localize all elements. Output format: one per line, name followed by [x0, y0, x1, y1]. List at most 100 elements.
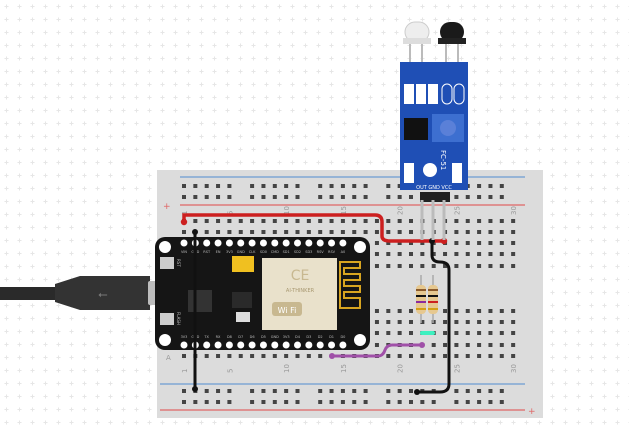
- hole[interactable]: [182, 354, 186, 358]
- rail-hole[interactable]: [227, 400, 232, 404]
- rail-hole[interactable]: [204, 184, 209, 188]
- hole[interactable]: [420, 252, 425, 256]
- rail-hole[interactable]: [420, 400, 425, 404]
- hole[interactable]: [216, 354, 221, 358]
- hole[interactable]: [488, 252, 493, 256]
- hole[interactable]: [431, 252, 436, 256]
- rail-hole[interactable]: [204, 400, 209, 404]
- hole[interactable]: [454, 309, 459, 313]
- hole[interactable]: [227, 230, 232, 234]
- hole[interactable]: [477, 354, 482, 358]
- rail-hole[interactable]: [193, 195, 198, 199]
- rail-hole[interactable]: [488, 195, 493, 199]
- hole[interactable]: [454, 219, 459, 223]
- hole[interactable]: [374, 264, 379, 268]
- hole[interactable]: [465, 252, 470, 256]
- rail-hole[interactable]: [499, 195, 504, 199]
- hole[interactable]: [318, 354, 323, 358]
- hole[interactable]: [511, 264, 516, 268]
- rail-hole[interactable]: [182, 389, 186, 393]
- rail-hole[interactable]: [216, 195, 221, 199]
- rail-hole[interactable]: [182, 400, 186, 404]
- hole[interactable]: [499, 252, 504, 256]
- hole[interactable]: [409, 331, 413, 335]
- hole[interactable]: [397, 241, 402, 245]
- rail-hole[interactable]: [250, 195, 255, 199]
- rail-hole[interactable]: [272, 400, 277, 404]
- hole[interactable]: [477, 252, 482, 256]
- hole[interactable]: [511, 331, 516, 335]
- rail-hole[interactable]: [352, 389, 357, 393]
- hole[interactable]: [306, 219, 311, 223]
- hole[interactable]: [443, 331, 448, 335]
- hole[interactable]: [409, 252, 413, 256]
- hole[interactable]: [499, 343, 504, 347]
- hole[interactable]: [488, 241, 493, 245]
- hole[interactable]: [499, 264, 504, 268]
- resistor-2[interactable]: [428, 275, 438, 323]
- hole[interactable]: [454, 230, 459, 234]
- rail-hole[interactable]: [250, 389, 255, 393]
- rail-hole[interactable]: [261, 184, 266, 188]
- hole[interactable]: [238, 230, 243, 234]
- rail-hole[interactable]: [352, 400, 357, 404]
- hole[interactable]: [477, 320, 482, 324]
- hole[interactable]: [454, 331, 459, 335]
- hole[interactable]: [329, 230, 334, 234]
- rail-hole[interactable]: [182, 184, 186, 188]
- hole[interactable]: [454, 264, 459, 268]
- rail-hole[interactable]: [272, 389, 277, 393]
- rail-hole[interactable]: [216, 400, 221, 404]
- hole[interactable]: [397, 252, 402, 256]
- rail-hole[interactable]: [318, 389, 323, 393]
- hole[interactable]: [284, 219, 289, 223]
- hole[interactable]: [329, 219, 334, 223]
- hole[interactable]: [477, 331, 482, 335]
- hole[interactable]: [386, 331, 391, 335]
- hole[interactable]: [374, 320, 379, 324]
- flash-button[interactable]: [160, 313, 174, 325]
- rail-hole[interactable]: [261, 400, 266, 404]
- rail-hole[interactable]: [329, 195, 334, 199]
- hole[interactable]: [477, 264, 482, 268]
- hole[interactable]: [431, 264, 436, 268]
- hole[interactable]: [340, 219, 345, 223]
- hole[interactable]: [227, 219, 232, 223]
- hole[interactable]: [443, 264, 448, 268]
- hole[interactable]: [318, 219, 323, 223]
- hole[interactable]: [227, 354, 232, 358]
- hole[interactable]: [499, 219, 504, 223]
- hole[interactable]: [465, 309, 470, 313]
- hole[interactable]: [250, 219, 255, 223]
- hole[interactable]: [216, 230, 221, 234]
- hole[interactable]: [511, 354, 516, 358]
- rail-hole[interactable]: [272, 195, 277, 199]
- hole[interactable]: [511, 320, 516, 324]
- hole[interactable]: [465, 331, 470, 335]
- hole[interactable]: [488, 320, 493, 324]
- hole[interactable]: [443, 343, 448, 347]
- hole[interactable]: [284, 354, 289, 358]
- rail-hole[interactable]: [250, 400, 255, 404]
- hole[interactable]: [374, 241, 379, 245]
- hole[interactable]: [386, 230, 391, 234]
- hole[interactable]: [454, 252, 459, 256]
- hole[interactable]: [318, 230, 323, 234]
- rail-hole[interactable]: [499, 389, 504, 393]
- hole[interactable]: [204, 354, 209, 358]
- hole[interactable]: [261, 219, 266, 223]
- rail-hole[interactable]: [454, 195, 459, 199]
- hole[interactable]: [182, 230, 186, 234]
- rail-hole[interactable]: [250, 184, 255, 188]
- hole[interactable]: [352, 219, 357, 223]
- hole[interactable]: [443, 354, 448, 358]
- hole[interactable]: [261, 354, 266, 358]
- rail-hole[interactable]: [204, 389, 209, 393]
- hole[interactable]: [295, 230, 300, 234]
- hole[interactable]: [420, 264, 425, 268]
- rail-hole[interactable]: [329, 184, 334, 188]
- hole[interactable]: [386, 309, 391, 313]
- hole[interactable]: [443, 252, 448, 256]
- hole[interactable]: [374, 309, 379, 313]
- rail-hole[interactable]: [499, 400, 504, 404]
